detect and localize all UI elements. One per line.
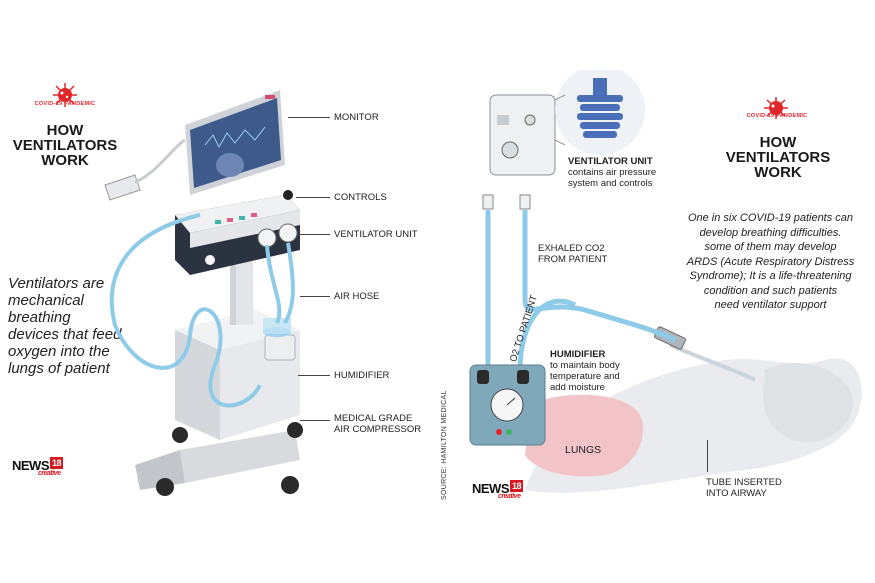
controls-leader [296, 197, 330, 198]
left-covid-virus-icon [50, 82, 80, 108]
monitor-label: MONITOR [334, 112, 379, 123]
controls-label: CONTROLS [334, 192, 387, 203]
right-title: HOW VENTILATORS WORK [718, 135, 838, 180]
right-title-line-3: WORK [754, 164, 802, 181]
exhaled-line-2: FROM PATIENT [538, 254, 608, 265]
right-covid-virus-icon [762, 96, 790, 120]
humidifier-leader [298, 375, 330, 376]
right-covid-label: COVID-19 PANDEMIC [746, 113, 808, 119]
air-hose-leader [300, 296, 330, 297]
right-ventilator-unit-desc-2: system and controls [568, 178, 653, 189]
intro-line: mechanical [8, 292, 84, 309]
body-line: ARDS (Acute Respiratory Distress [686, 255, 855, 268]
ventilator-unit-leader [298, 234, 330, 235]
compressor-label-line-1: MEDICAL GRADE [334, 413, 413, 424]
right-title-line-2: VENTILATORS [725, 149, 831, 166]
left-title-line-3: WORK [41, 152, 89, 169]
body-line: need ventilator support [714, 299, 827, 311]
intro-line: Ventilators are [8, 275, 105, 292]
right-humidifier-desc-3: add moisture [550, 382, 605, 393]
body-line: develop breathing difficulties. [699, 226, 842, 239]
right-humidifier-desc-1: to maintain body [550, 360, 620, 371]
exhaled-co2-label: EXHALED CO2 FROM PATIENT [538, 243, 607, 265]
source-credit: SOURCE: HAMILTON MEDICAL [441, 390, 448, 500]
intro-line: devices that feed [8, 326, 122, 343]
right-humidifier-desc-2: temperature and [550, 371, 620, 382]
brand-name: NEWS [12, 458, 50, 473]
exhaled-line-1: EXHALED CO2 [538, 243, 605, 254]
intro-line: oxygen into the [8, 343, 110, 360]
compressor-label-line-2: AIR COMPRESSOR [334, 424, 422, 435]
brand-num: 18 [510, 480, 524, 492]
right-title-line-1: HOW [759, 134, 797, 151]
intro-line: lungs of patient [8, 360, 110, 377]
tube-leader [707, 440, 708, 472]
left-intro-text: Ventilators are mechanical breathing dev… [8, 275, 148, 377]
right-ventilator-unit-title: VENTILATOR UNIT [568, 156, 653, 167]
brand-num: 18 [50, 457, 64, 469]
right-humidifier-title: HUMIDIFIER [550, 349, 606, 360]
monitor-leader [288, 117, 330, 118]
lungs-label: LUNGS [565, 444, 602, 456]
intro-line: breathing [8, 309, 71, 326]
tube-inserted-label: TUBE INSERTED INTO AIRWAY [706, 477, 782, 499]
ventilator-machine-illustration [95, 85, 330, 510]
ventilator-unit-label: VENTILATOR UNIT [334, 229, 418, 240]
humidifier-label: HUMIDIFIER [334, 370, 390, 381]
body-line: condition and such patients [703, 284, 838, 297]
left-title-line-2: VENTILATORS [12, 137, 118, 154]
right-body-text: One in six COVID-19 patients can develop… [668, 211, 873, 313]
body-line: One in six COVID-19 patients can [687, 212, 854, 224]
right-ventilator-unit-desc-1: contains air pressure [568, 167, 657, 178]
tube-line-1: TUBE INSERTED [706, 477, 782, 488]
ventilation-process-illustration [465, 65, 870, 510]
right-humidifier-callout: HUMIDIFIER to maintain body temperature … [550, 349, 620, 393]
left-covid-label: COVID-19 PANDEMIC [34, 101, 96, 107]
left-title: HOW VENTILATORS WORK [5, 123, 125, 168]
air-hose-label: AIR HOSE [334, 291, 380, 302]
brand-sub: creative [38, 470, 61, 477]
tube-line-2: INTO AIRWAY [706, 488, 767, 499]
brand-name: NEWS [472, 481, 510, 496]
left-title-line-1: HOW [46, 122, 84, 139]
compressor-leader [300, 420, 330, 421]
body-line: some of them may develop [704, 241, 837, 253]
right-ventilator-unit-callout: VENTILATOR UNIT contains air pressure sy… [568, 156, 656, 189]
brand-sub: creative [498, 493, 521, 500]
compressor-label: MEDICAL GRADE AIR COMPRESSOR [334, 413, 421, 435]
body-line: Syndrome); It is a life-threatening [689, 270, 852, 282]
